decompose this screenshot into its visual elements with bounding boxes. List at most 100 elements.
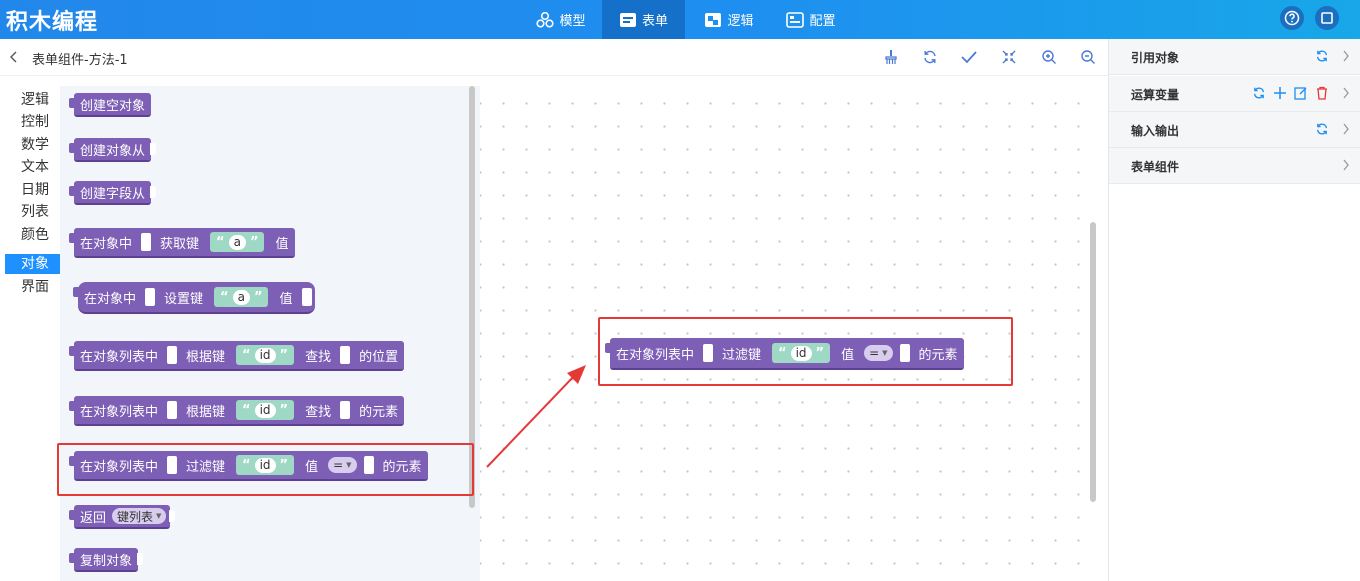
save-button[interactable] <box>959 47 979 67</box>
tab-config-label: 配置 <box>809 14 836 29</box>
category-ui[interactable]: 界面 <box>21 279 49 295</box>
refresh-icon[interactable] <box>1252 86 1266 104</box>
string-block[interactable]: “id” <box>772 343 831 363</box>
panel-row-io[interactable]: 输入输出 <box>1109 112 1360 148</box>
block-set-key[interactable]: 在对象中 设置键 “a” 值 <box>73 282 315 314</box>
list-slot[interactable] <box>167 346 178 364</box>
quote-close: ” <box>253 289 263 305</box>
refresh-icon[interactable] <box>1315 49 1329 67</box>
value-slot[interactable] <box>899 344 910 362</box>
editor-header: 表单组件-方法-1 <box>0 39 1108 76</box>
quote-close: ” <box>249 234 259 250</box>
quote-open: “ <box>242 457 251 473</box>
broom-icon <box>885 50 897 64</box>
panel-row-variables[interactable]: 运算变量 <box>1109 76 1360 112</box>
block-text: 值 <box>275 236 289 252</box>
string-block[interactable]: “a” <box>210 232 265 252</box>
chevron-right-icon <box>1342 123 1350 139</box>
clean-button[interactable] <box>881 47 901 67</box>
string-block[interactable]: “id” <box>236 345 295 365</box>
category-list-item[interactable]: 列表 <box>21 204 49 220</box>
category-object[interactable]: 对象 <box>5 254 60 274</box>
block-text: 根据键 <box>186 404 226 420</box>
zoom-in-button[interactable] <box>1039 47 1059 67</box>
key-field[interactable]: id <box>254 402 276 418</box>
key-field[interactable]: a <box>228 234 246 250</box>
category-control[interactable]: 控制 <box>21 114 49 130</box>
list-slot[interactable] <box>167 401 178 419</box>
key-field[interactable]: id <box>790 345 812 361</box>
block-text: 在对象中 <box>80 236 133 252</box>
category-color[interactable]: 颜色 <box>21 227 49 243</box>
object-slot[interactable] <box>145 288 156 306</box>
dropdown-arrow-icon: ▼ <box>882 349 888 357</box>
edit-icon[interactable] <box>1294 86 1308 104</box>
refresh-button[interactable] <box>920 47 940 67</box>
back-button[interactable] <box>8 49 20 69</box>
block-get-key[interactable]: 在对象中 获取键 “a” 值 <box>69 228 295 258</box>
help-button[interactable] <box>1280 6 1304 30</box>
input-notch <box>150 143 157 155</box>
list-slot[interactable] <box>167 456 178 474</box>
block-text: 在对象列表中 <box>80 459 159 475</box>
zoom-out-button[interactable] <box>1078 47 1098 67</box>
block-create-empty-object[interactable]: 创建空对象 <box>68 93 152 117</box>
category-text[interactable]: 文本 <box>21 159 49 175</box>
operator-dropdown[interactable]: =▼ <box>864 345 893 361</box>
tab-model[interactable]: 模型 <box>527 0 595 39</box>
category-date[interactable]: 日期 <box>21 182 49 198</box>
help-icon <box>1284 10 1300 26</box>
add-icon[interactable] <box>1273 86 1287 104</box>
block-find-position[interactable]: 在对象列表中 根据键 “id” 查找 的位置 <box>68 341 405 371</box>
panel-row-label: 输入输出 <box>1131 124 1180 138</box>
return-type-dropdown[interactable]: 键列表▼ <box>112 508 167 524</box>
category-math[interactable]: 数学 <box>21 137 49 153</box>
fullscreen-button[interactable] <box>1315 6 1339 30</box>
workspace-block-filter-elements[interactable]: 在对象列表中 过滤键 “id” 值 =▼ 的元素 <box>605 338 964 370</box>
block-filter-elements[interactable]: 在对象列表中 过滤键 “id” 值 =▼ 的元素 <box>69 451 428 481</box>
tab-logic[interactable]: 逻辑 <box>695 0 763 39</box>
panel-row-form-components[interactable]: 表单组件 <box>1109 148 1360 184</box>
value-slot[interactable] <box>340 401 351 419</box>
chevron-left-icon <box>10 51 17 63</box>
key-field[interactable]: id <box>254 347 276 363</box>
delete-icon[interactable] <box>1315 86 1329 104</box>
workspace-scrollbar[interactable] <box>1090 222 1096 502</box>
category-list: 逻辑 控制 数学 文本 日期 列表 颜色 对象 界面 <box>0 76 60 581</box>
block-text: 复制对象 <box>80 553 133 569</box>
value-slot[interactable] <box>363 456 374 474</box>
workspace-canvas[interactable] <box>480 86 1097 581</box>
block-text: 值 <box>279 291 293 307</box>
refresh-icon <box>924 50 936 64</box>
zoom-in-icon <box>1042 50 1056 64</box>
quote-close: ” <box>279 347 289 363</box>
key-field[interactable]: a <box>232 289 250 305</box>
panel-row-references[interactable]: 引用对象 <box>1109 39 1360 75</box>
fit-button[interactable] <box>999 47 1019 67</box>
value-slot[interactable] <box>340 346 351 364</box>
tab-form[interactable]: 表单 <box>602 0 685 39</box>
block-find-element[interactable]: 在对象列表中 根据键 “id” 查找 的元素 <box>68 396 405 426</box>
string-block[interactable]: “id” <box>236 455 295 475</box>
operator-dropdown[interactable]: =▼ <box>328 457 357 473</box>
block-text: 在对象列表中 <box>80 404 159 420</box>
cubes-icon <box>536 11 555 28</box>
category-logic[interactable]: 逻辑 <box>21 92 49 108</box>
block-text: 返回 <box>80 510 107 526</box>
string-block[interactable]: “id” <box>236 400 295 420</box>
refresh-icon[interactable] <box>1315 122 1329 140</box>
block-create-object-from[interactable]: 创建对象从 <box>68 138 157 162</box>
flyout-scrollbar[interactable] <box>469 86 475 508</box>
list-slot[interactable] <box>703 344 714 362</box>
tab-config[interactable]: 配置 <box>777 0 845 39</box>
block-text: 在对象列表中 <box>80 349 159 365</box>
block-return-keys[interactable]: 返回 键列表▼ <box>68 505 176 529</box>
object-slot[interactable] <box>141 233 152 251</box>
block-text: 的元素 <box>918 347 958 363</box>
block-flyout <box>60 86 480 581</box>
string-block[interactable]: “a” <box>214 287 269 307</box>
key-field[interactable]: id <box>254 457 276 473</box>
block-create-field-from[interactable]: 创建字段从 <box>68 181 157 205</box>
value-slot[interactable] <box>301 288 312 306</box>
block-copy-object[interactable]: 复制对象 <box>68 548 144 572</box>
